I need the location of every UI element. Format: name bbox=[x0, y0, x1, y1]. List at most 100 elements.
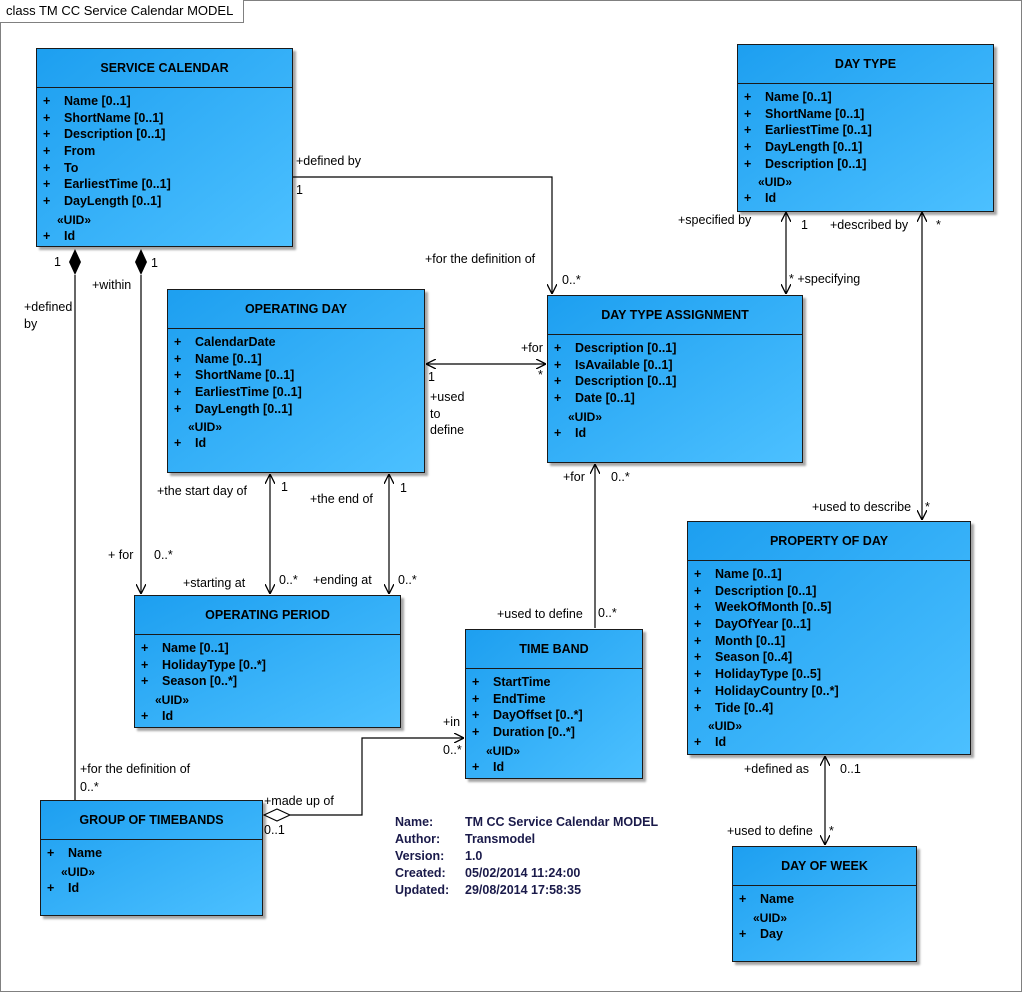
class-day-of-week[interactable]: DAY OF WEEK +Name «UID» +Day bbox=[732, 846, 917, 962]
role-label: +defined bbox=[24, 300, 73, 314]
class-name: OPERATING PERIOD bbox=[135, 596, 400, 635]
attribute: +Description [0..1] bbox=[554, 374, 677, 389]
id-attribute: +Id bbox=[47, 880, 80, 895]
role-label: +defined by bbox=[296, 154, 361, 168]
class-time-band[interactable]: TIME BAND +StartTime +EndTime +DayOffset… bbox=[465, 629, 643, 779]
attribute: +Tide [0..4] bbox=[694, 700, 774, 715]
attribute: +EarliestTime [0..1] bbox=[744, 123, 872, 138]
role-label: * +specifying bbox=[789, 272, 861, 286]
role-label: +for the definition of bbox=[425, 252, 536, 266]
role-label: +for the definition of bbox=[80, 762, 191, 776]
class-operating-day[interactable]: OPERATING DAY +CalendarDate +Name [0..1]… bbox=[167, 289, 425, 473]
multiplicity-label: 1 bbox=[281, 480, 288, 494]
attribute: +ShortName [0..1] bbox=[174, 368, 295, 383]
multiplicity-label: 0..* bbox=[279, 573, 298, 587]
role-label: define bbox=[430, 423, 465, 437]
id-attribute: +Id bbox=[43, 228, 76, 243]
aggregation-diamond bbox=[262, 808, 292, 822]
stereotype: «UID» bbox=[753, 910, 788, 925]
attribute: +EndTime bbox=[472, 691, 546, 706]
stereotype: «UID» bbox=[758, 175, 793, 190]
multiplicity-label: 0..* bbox=[598, 606, 617, 620]
attribute: +CalendarDate bbox=[174, 335, 276, 349]
multiplicity-label: 0..* bbox=[154, 548, 173, 562]
role-label: +made up of bbox=[264, 794, 334, 808]
multiplicity-label: 0..1 bbox=[264, 823, 285, 837]
role-label: +used bbox=[430, 390, 465, 404]
multiplicity-label: 1 bbox=[54, 255, 61, 269]
class-day-type[interactable]: DAY TYPE +Name [0..1] +ShortName [0..1] … bbox=[737, 44, 994, 212]
multiplicity-label: 0..* bbox=[398, 573, 417, 587]
attribute: +Season [0..4] bbox=[694, 650, 793, 665]
class-name: TIME BAND bbox=[466, 630, 642, 669]
multiplicity-label: 1 bbox=[400, 481, 407, 495]
attribute: +Description [0..1] bbox=[554, 341, 677, 355]
attribute: +HolidayCountry [0..*] bbox=[694, 683, 839, 698]
stereotype: «UID» bbox=[57, 212, 92, 227]
class-name: DAY TYPE ASSIGNMENT bbox=[548, 296, 802, 335]
attribute: +EarliestTime [0..1] bbox=[174, 385, 302, 400]
attribute: +Name [0..1] bbox=[694, 567, 782, 581]
composition-diamond-left bbox=[69, 249, 81, 275]
attribute: +To bbox=[43, 160, 79, 175]
multiplicity-label: 0..* bbox=[80, 780, 99, 794]
attribute: +Description [0..1] bbox=[744, 156, 867, 171]
class-group-of-timebands[interactable]: GROUP OF TIMEBANDS +Name «UID» +Id bbox=[40, 800, 263, 916]
class-property-of-day[interactable]: PROPERTY OF DAY +Name [0..1] +Descriptio… bbox=[687, 521, 971, 755]
stereotype: «UID» bbox=[708, 719, 743, 734]
attribute: +DayLength [0..1] bbox=[744, 140, 863, 155]
role-label: to bbox=[430, 407, 441, 421]
attribute: +EarliestTime [0..1] bbox=[43, 177, 171, 192]
role-label: +starting at bbox=[183, 576, 246, 590]
attribute: +Name [0..1] bbox=[744, 90, 832, 104]
multiplicity-label: 1 bbox=[151, 256, 158, 270]
diagram-metadata: Name:TM CC Service Calendar MODEL Author… bbox=[395, 815, 695, 900]
role-label: +the end of bbox=[310, 492, 373, 506]
stereotype: «UID» bbox=[61, 864, 96, 879]
attribute: +ShortName [0..1] bbox=[744, 106, 865, 121]
id-attribute: +Day bbox=[739, 926, 783, 941]
attribute: +DayLength [0..1] bbox=[174, 401, 293, 416]
class-name: GROUP OF TIMEBANDS bbox=[41, 801, 262, 840]
stereotype: «UID» bbox=[568, 409, 603, 424]
role-label: +described by bbox=[830, 218, 909, 232]
attribute: +Name [0..1] bbox=[43, 94, 131, 108]
id-attribute: +Id bbox=[694, 735, 727, 750]
multiplicity-label: * bbox=[925, 500, 930, 514]
role-label: +defined as bbox=[744, 762, 809, 776]
link-sc-dta bbox=[293, 176, 552, 294]
multiplicity-label: 1 bbox=[801, 218, 808, 232]
attribute: +From bbox=[43, 144, 96, 159]
diagram-frame-title: class TM CC Service Calendar MODEL bbox=[0, 0, 245, 23]
id-attribute: +Id bbox=[174, 436, 207, 451]
role-label: +for bbox=[521, 341, 543, 355]
attribute: +DayLength [0..1] bbox=[43, 194, 162, 209]
stereotype: «UID» bbox=[155, 693, 190, 708]
multiplicity-label: 1 bbox=[428, 370, 435, 384]
stereotype: «UID» bbox=[486, 743, 521, 758]
stereotype: «UID» bbox=[188, 420, 223, 435]
link-gtb-tb bbox=[290, 738, 464, 816]
metadata-row: Created:05/02/2014 11:24:00 bbox=[395, 866, 581, 880]
role-label: +used to define bbox=[497, 607, 583, 621]
attribute: +Name bbox=[739, 892, 795, 906]
metadata-row: Version:1.0 bbox=[395, 849, 483, 863]
metadata-row: Name:TM CC Service Calendar MODEL bbox=[395, 815, 659, 829]
role-label: +specified by bbox=[678, 213, 752, 227]
role-label: + for bbox=[108, 548, 134, 562]
attribute: +StartTime bbox=[472, 675, 551, 689]
role-label: +used to define bbox=[727, 824, 813, 838]
multiplicity-label: 0..* bbox=[611, 470, 630, 484]
class-day-type-assignment[interactable]: DAY TYPE ASSIGNMENT +Description [0..1] … bbox=[547, 295, 803, 463]
attribute: +WeekOfMonth [0..5] bbox=[694, 600, 832, 615]
attribute: +DayOffset [0..*] bbox=[472, 708, 583, 723]
attribute: +Season [0..*] bbox=[141, 674, 238, 689]
class-operating-period[interactable]: OPERATING PERIOD +Name [0..1] +HolidayTy… bbox=[134, 595, 401, 728]
class-name: DAY TYPE bbox=[738, 45, 993, 84]
attribute: +Description [0..1] bbox=[43, 127, 166, 142]
multiplicity-label: 0..* bbox=[443, 743, 462, 757]
attribute: +IsAvailable [0..1] bbox=[554, 357, 673, 372]
class-service-calendar[interactable]: SERVICE CALENDAR +Name [0..1] +ShortName… bbox=[36, 48, 293, 247]
